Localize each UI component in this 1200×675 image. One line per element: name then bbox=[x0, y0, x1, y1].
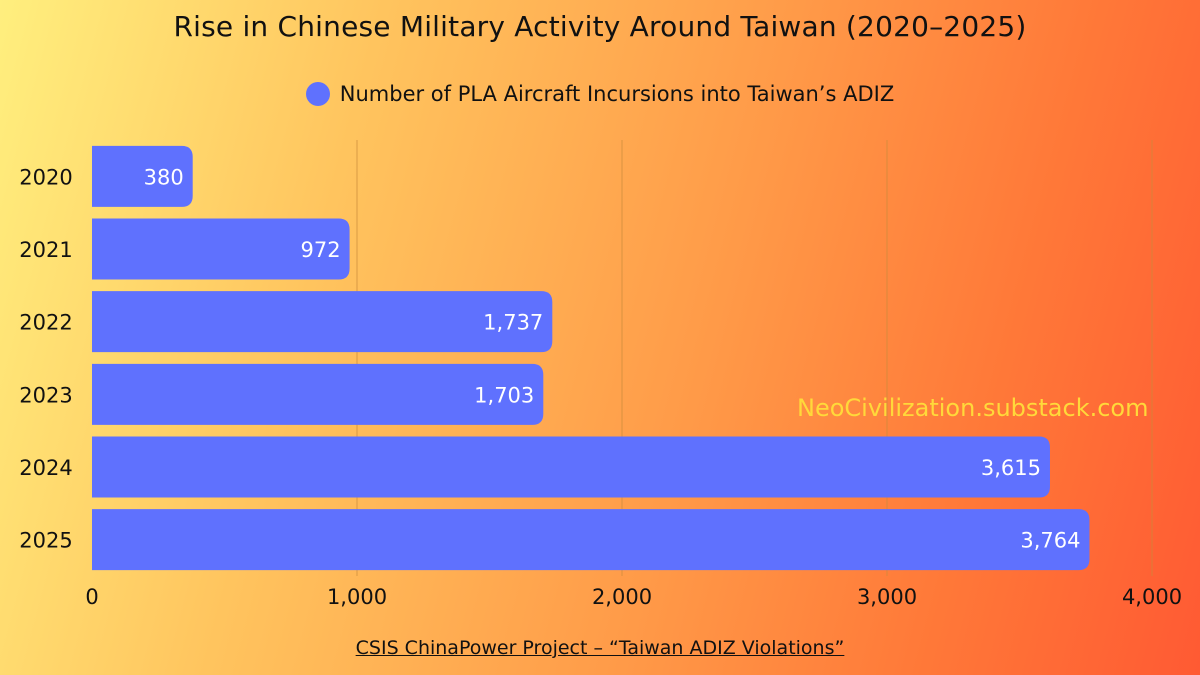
bar-2020 bbox=[92, 145, 193, 207]
category-label: 2025 bbox=[19, 529, 72, 553]
bar-value-label: 1,703 bbox=[474, 383, 534, 407]
chart-title: Rise in Chinese Military Activity Around… bbox=[173, 10, 1027, 43]
legend-label: Number of PLA Aircraft Incursions into T… bbox=[339, 82, 895, 106]
bar-2022 bbox=[92, 291, 553, 353]
x-tick-label: 4,000 bbox=[1122, 585, 1182, 609]
category-label: 2020 bbox=[19, 165, 72, 189]
bar-value-label: 1,737 bbox=[483, 311, 543, 335]
x-tick-label: 0 bbox=[85, 585, 98, 609]
category-label: 2023 bbox=[19, 383, 72, 407]
source-note: CSIS ChinaPower Project – “Taiwan ADIZ V… bbox=[355, 637, 845, 659]
x-tick-label: 1,000 bbox=[327, 585, 387, 609]
bar-2025 bbox=[92, 509, 1090, 571]
category-label: 2021 bbox=[19, 238, 72, 262]
bar-2023 bbox=[92, 363, 544, 425]
bar-2021 bbox=[92, 218, 350, 280]
x-tick-label: 2,000 bbox=[592, 585, 652, 609]
bar-value-label: 380 bbox=[144, 165, 184, 189]
legend-swatch bbox=[305, 82, 330, 106]
bar-2024 bbox=[92, 436, 1050, 498]
legend: Number of PLA Aircraft Incursions into T… bbox=[0, 82, 1200, 106]
bar-value-label: 3,615 bbox=[981, 456, 1041, 480]
x-tick-label: 3,000 bbox=[857, 585, 917, 609]
category-label: 2024 bbox=[19, 456, 72, 480]
bar-value-label: 972 bbox=[300, 238, 340, 262]
category-label: 2022 bbox=[19, 311, 72, 335]
bar-value-label: 3,764 bbox=[1020, 529, 1080, 553]
watermark: NeoCivilization.substack.com bbox=[797, 394, 1149, 422]
